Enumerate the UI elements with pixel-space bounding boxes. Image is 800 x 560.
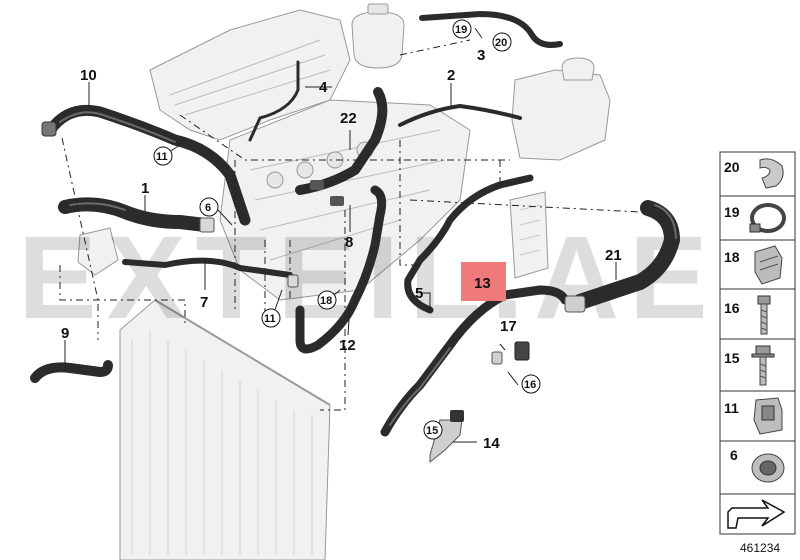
- callout-2: 2: [447, 67, 455, 84]
- callout-20: 20: [495, 37, 507, 49]
- sidebar-label-20: 20: [724, 159, 740, 175]
- callout-15: 15: [426, 425, 438, 437]
- sidebar-label-18: 18: [724, 249, 740, 265]
- clamp-icon: [759, 158, 784, 189]
- water-pump: [77, 227, 119, 276]
- hose-clamp-icon: [749, 203, 786, 233]
- callout-circle-11b: [261, 308, 281, 328]
- arrow-icon: [727, 499, 786, 529]
- callout-5: 5: [415, 285, 423, 302]
- callout-21: 21: [605, 247, 622, 264]
- expansion-tank: [511, 57, 611, 161]
- sidebar-label-19: 19: [724, 204, 740, 220]
- callout-circle-19: [452, 19, 472, 39]
- clip-icon: [754, 245, 783, 285]
- callout-18: 18: [320, 295, 332, 307]
- callout-circle-20: [492, 32, 512, 52]
- diagram-reference-number: 461234: [740, 541, 780, 555]
- highlight-box: [461, 262, 506, 301]
- sidebar-label-15: 15: [724, 350, 740, 366]
- callout-circle-16: [521, 374, 541, 394]
- callouts: 10 11 1 6 7 9 11 18 12 8 22 4 19 20 3 2 …: [61, 19, 622, 452]
- sidebar-label-11: 11: [724, 400, 739, 416]
- quick-connector-icon: [753, 397, 783, 435]
- top-expansion-tank: [351, 3, 405, 69]
- callout-11b: 11: [264, 313, 276, 325]
- radiator: [119, 299, 331, 560]
- callout-3: 3: [477, 47, 485, 64]
- callout-9: 9: [61, 325, 69, 342]
- callout-4: 4: [319, 79, 328, 96]
- parts-sidebar: 20 19 18 16 15: [719, 151, 796, 535]
- callout-17: 17: [500, 318, 517, 335]
- callout-circle-6: [199, 197, 219, 217]
- sidebar-label-6: 6: [730, 447, 738, 463]
- callout-circle-11a: [153, 146, 173, 166]
- engine-block: [219, 99, 471, 301]
- flange-bolt-icon: [751, 345, 775, 386]
- callout-13: 13: [474, 275, 491, 292]
- callout-6: 6: [205, 202, 211, 214]
- coupling-icon: [751, 453, 785, 483]
- callout-12: 12: [339, 337, 356, 354]
- guide-lines: [59, 39, 641, 411]
- callout-19: 19: [455, 24, 467, 36]
- bolt-icon: [757, 295, 771, 335]
- callout-14: 14: [483, 435, 500, 452]
- callout-11a: 11: [156, 151, 168, 163]
- callout-circle-15: [423, 420, 443, 440]
- callout-7: 7: [200, 294, 208, 311]
- auxiliary-cooler: [509, 191, 549, 279]
- callout-16: 16: [524, 379, 536, 391]
- callout-circle-18: [317, 290, 337, 310]
- callout-8: 8: [345, 234, 353, 251]
- callout-10: 10: [80, 67, 97, 84]
- callout-22: 22: [340, 110, 357, 127]
- sidebar-label-16: 16: [724, 300, 740, 316]
- callout-1: 1: [141, 180, 149, 197]
